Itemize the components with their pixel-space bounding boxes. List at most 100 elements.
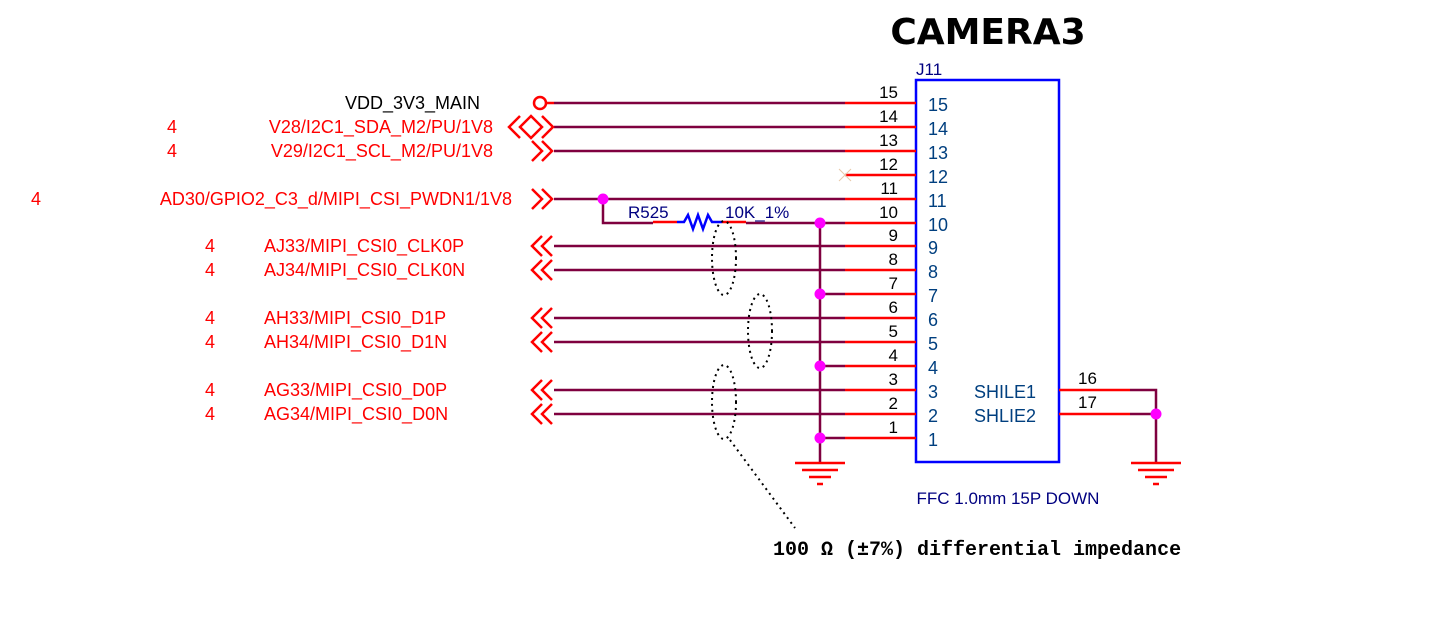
pin-number-inner: 2 (928, 406, 938, 426)
resistor-zigzag-icon (677, 211, 722, 233)
pin-number-outer: 2 (889, 394, 898, 413)
page-ref: 4 (167, 141, 177, 161)
shield-wire[interactable] (1130, 388, 1158, 462)
pin-number-outer: 3 (889, 370, 898, 389)
wires (554, 101, 845, 416)
net-port-11[interactable] (531, 188, 554, 210)
pin-number-outer: 5 (889, 322, 898, 341)
resistor-r525[interactable]: R525 10K_1% (628, 203, 789, 233)
net-port-15[interactable] (532, 95, 554, 111)
pin-number-inner: 8 (928, 262, 938, 282)
junction-dot (1150, 408, 1162, 420)
net-port-2[interactable] (530, 403, 553, 425)
connector-pin-14[interactable]: 14 14 (845, 107, 948, 139)
pin-number-outer: 13 (879, 131, 898, 150)
net-port-3[interactable] (530, 379, 553, 401)
connector-pin-13[interactable]: 13 13 (845, 131, 948, 163)
net-port-9[interactable] (530, 235, 553, 257)
connector-pins: 1515141413131212111110109988776655443322… (838, 83, 1130, 450)
net-port-14[interactable] (507, 114, 555, 140)
pin-number-outer: 15 (879, 83, 898, 102)
input-port-icon (530, 331, 553, 353)
connector-designator: J11 (916, 60, 942, 79)
connector-pin-8[interactable]: 88 (845, 250, 938, 282)
ground-network (795, 217, 1181, 486)
pin-number-inner: 14 (928, 119, 948, 139)
input-port-icon (530, 403, 553, 425)
connector-pin-9[interactable]: 99 (845, 226, 938, 258)
bidirectional-port-icon (507, 114, 555, 140)
diff-pair-marker-clk (711, 220, 737, 296)
pin-number-outer: 16 (1078, 369, 1097, 388)
wire-resistor-branch[interactable] (601, 199, 653, 225)
page-ref: 4 (205, 260, 215, 280)
junction-dot (597, 193, 609, 205)
net-label: AG34/MIPI_CSI0_D0N (264, 404, 448, 425)
connector-pin-1[interactable]: 11 (845, 418, 938, 450)
net-port-8[interactable] (530, 259, 553, 281)
impedance-annotation: 100 Ω (±7%) differential impedance (773, 539, 1181, 562)
diff-pair-marker-d0 (711, 364, 737, 440)
pin-number-inner: 15 (928, 95, 948, 115)
page-ref: 4 (205, 332, 215, 352)
page-ref: 4 (205, 404, 215, 424)
net-port-5[interactable] (530, 331, 553, 353)
pin-number-inner: 5 (928, 334, 938, 354)
shield-pin-name: SHILE1 (974, 382, 1036, 402)
connector-pin-10[interactable]: 10 10 (845, 203, 948, 235)
junction-dot (814, 432, 826, 444)
no-connect-icon (838, 168, 852, 182)
pin-number-outer: 12 (879, 155, 898, 174)
connector-pin-4[interactable]: 44 (845, 346, 938, 378)
net-label: AJ34/MIPI_CSI0_CLK0N (264, 260, 465, 281)
pin-number-inner: 6 (928, 310, 938, 330)
pin-number-outer: 8 (889, 250, 898, 269)
pin-number-outer: 10 (879, 203, 898, 222)
net-labels: VDD_3V3_MAIN V28/I2C1_SDA_M2/PU/1V8 4 V29/I… (31, 93, 512, 425)
pin-number-outer: 14 (879, 107, 898, 126)
connector-pin-2[interactable]: 22 (845, 394, 938, 426)
pin-number-inner: 1 (928, 430, 938, 450)
pin-number-inner: 7 (928, 286, 938, 306)
connector-pin-6[interactable]: 66 (845, 298, 938, 330)
net-label: AH33/MIPI_CSI0_D1P (264, 308, 446, 329)
shield-pin-name: SHLIE2 (974, 406, 1036, 426)
net-label: V28/I2C1_SDA_M2/PU/1V8 (269, 117, 493, 138)
page-ref: 4 (31, 189, 41, 209)
connector-pin-3[interactable]: 33 (845, 370, 938, 402)
power-port-icon (532, 95, 548, 111)
pin-number-outer: 4 (889, 346, 898, 365)
net-ports (507, 95, 555, 425)
pin-number-outer: 9 (889, 226, 898, 245)
net-label: V29/I2C1_SCL_M2/PU/1V8 (271, 141, 493, 162)
input-port-icon (530, 235, 553, 257)
shield-ground-icon (1131, 461, 1181, 486)
net-port-6[interactable] (530, 307, 553, 329)
resistor-designator: R525 (628, 203, 669, 222)
net-label: VDD_3V3_MAIN (345, 93, 480, 114)
junction-dot (814, 360, 826, 372)
net-label: AH34/MIPI_CSI0_D1N (264, 332, 447, 353)
net-port-13[interactable] (531, 140, 554, 162)
pin-number-inner: 10 (928, 215, 948, 235)
page-ref: 4 (205, 380, 215, 400)
annotation-leader (729, 439, 796, 529)
net-label: AG33/MIPI_CSI0_D0P (264, 380, 447, 401)
connector-pin-7[interactable]: 77 (845, 274, 938, 306)
resistor-value: 10K_1% (725, 203, 789, 222)
net-label: AD30/GPIO2_C3_d/MIPI_CSI_PWDN1/1V8 (160, 189, 512, 210)
page-ref: 4 (205, 236, 215, 256)
pin-number-inner: 13 (928, 143, 948, 163)
connector-description: FFC 1.0mm 15P DOWN (917, 489, 1100, 508)
connector-pin-5[interactable]: 55 (845, 322, 938, 354)
sheet-title: CAMERA3 (890, 12, 1085, 53)
pin-number-inner: 11 (928, 191, 947, 211)
page-ref: 4 (205, 308, 215, 328)
pin-number-outer: 17 (1078, 393, 1097, 412)
